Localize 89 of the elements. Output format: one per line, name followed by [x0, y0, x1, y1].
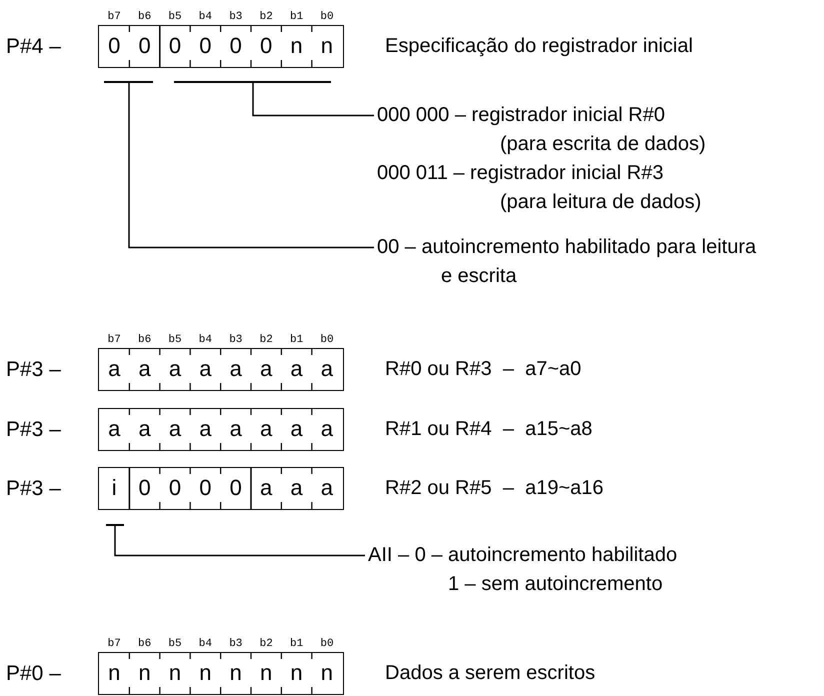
- register-box: [98, 25, 344, 68]
- register-box: [98, 408, 344, 451]
- bit-value: n: [168, 662, 182, 684]
- bit-value: a: [199, 418, 212, 440]
- bit-number: b7: [106, 335, 122, 346]
- field-description: (para escrita de dados): [500, 132, 707, 157]
- bit-number: b2: [258, 335, 274, 346]
- bit-value: i: [112, 477, 117, 499]
- leader-line: [128, 82, 374, 248]
- bit-value: a: [320, 358, 334, 380]
- register-description: Especificação do registrador inicial: [385, 36, 693, 56]
- bit-number: b7: [106, 639, 122, 650]
- bit-value: 0: [138, 35, 151, 57]
- field-description: 1 – sem autoincremento: [448, 572, 664, 597]
- bit-value: a: [260, 358, 272, 380]
- bit-value: 0: [138, 477, 151, 499]
- bit-value: a: [108, 358, 120, 380]
- bit-value: 0: [168, 477, 182, 499]
- bit-number: b0: [319, 639, 335, 650]
- bit-value: a: [138, 358, 151, 380]
- bit-number: b2: [258, 12, 274, 23]
- bit-number: b4: [198, 12, 213, 23]
- bit-value: a: [260, 418, 272, 440]
- bit-value: 0: [230, 477, 242, 499]
- port-label: P#3 –: [6, 359, 61, 380]
- bit-value: a: [320, 418, 334, 440]
- bit-number: b1: [288, 12, 304, 23]
- bit-value: 0: [230, 35, 242, 57]
- bit-number: b0: [319, 335, 335, 346]
- bit-number: b1: [288, 639, 304, 650]
- register-description: R#1 ou R#4 – a15~a8: [385, 419, 592, 439]
- register-box: [98, 652, 344, 695]
- bit-value: 0: [199, 35, 212, 57]
- bit-number: b3: [228, 335, 244, 346]
- bit-number: b4: [198, 639, 213, 650]
- bit-number: b6: [136, 12, 152, 23]
- bit-value: 0: [168, 35, 182, 57]
- leader-line: [252, 82, 374, 116]
- field-description: (para leitura de dados): [500, 190, 702, 215]
- bit-value: a: [290, 418, 303, 440]
- register-description: R#2 ou R#5 – a19~a16: [385, 478, 604, 498]
- bit-value: a: [168, 418, 182, 440]
- bit-number: b7: [106, 12, 122, 23]
- field-description: 000 000 – registrador inicial R#0: [377, 103, 666, 128]
- port-label: P#0 –: [6, 663, 61, 684]
- bit-value: a: [290, 358, 303, 380]
- bit-value: 0: [108, 35, 120, 57]
- field-description: 000 011 – registrador inicial R#3: [377, 161, 664, 186]
- bit-value: 0: [199, 477, 212, 499]
- bit-value: a: [290, 477, 303, 499]
- bit-number: b6: [136, 335, 152, 346]
- bit-number: b4: [198, 335, 213, 346]
- bit-number: b1: [288, 335, 304, 346]
- bit-value: a: [260, 477, 272, 499]
- bit-value: a: [138, 418, 151, 440]
- field-description: AII – 0 – autoincremento habilitado: [368, 543, 678, 568]
- bit-value: n: [290, 662, 303, 684]
- bit-value: n: [199, 662, 212, 684]
- register-description: R#0 ou R#3 – a7~a0: [385, 359, 582, 379]
- bit-value: n: [108, 662, 120, 684]
- bit-value: a: [199, 358, 212, 380]
- bit-value: n: [320, 662, 334, 684]
- port-label: P#3 –: [6, 419, 61, 440]
- bit-value: n: [320, 35, 334, 57]
- bit-value: a: [168, 358, 182, 380]
- bit-number: b3: [228, 12, 244, 23]
- bit-number: b3: [228, 639, 244, 650]
- leader-line: [114, 526, 365, 556]
- bit-number: b5: [167, 335, 183, 346]
- port-label: P#3 –: [6, 478, 61, 499]
- port-label: P#4 –: [6, 36, 61, 57]
- register-box: [98, 348, 344, 391]
- register-box: [98, 467, 344, 510]
- bit-value: n: [260, 662, 272, 684]
- field-description: 00 – autoincremento habilitado para leitura e escrita: [377, 235, 758, 289]
- bit-value: n: [290, 35, 303, 57]
- bit-number: b5: [167, 639, 183, 650]
- bit-value: a: [230, 418, 242, 440]
- bit-number: b5: [167, 12, 183, 23]
- bit-number: b2: [258, 639, 274, 650]
- bit-number: b0: [319, 12, 335, 23]
- bit-value: a: [230, 358, 242, 380]
- bit-value: 0: [260, 35, 272, 57]
- bit-value: a: [108, 418, 120, 440]
- register-description: Dados a serem escritos: [385, 663, 596, 683]
- bit-value: n: [138, 662, 151, 684]
- bit-value: a: [320, 477, 334, 499]
- bit-value: n: [230, 662, 242, 684]
- bit-number: b6: [136, 639, 152, 650]
